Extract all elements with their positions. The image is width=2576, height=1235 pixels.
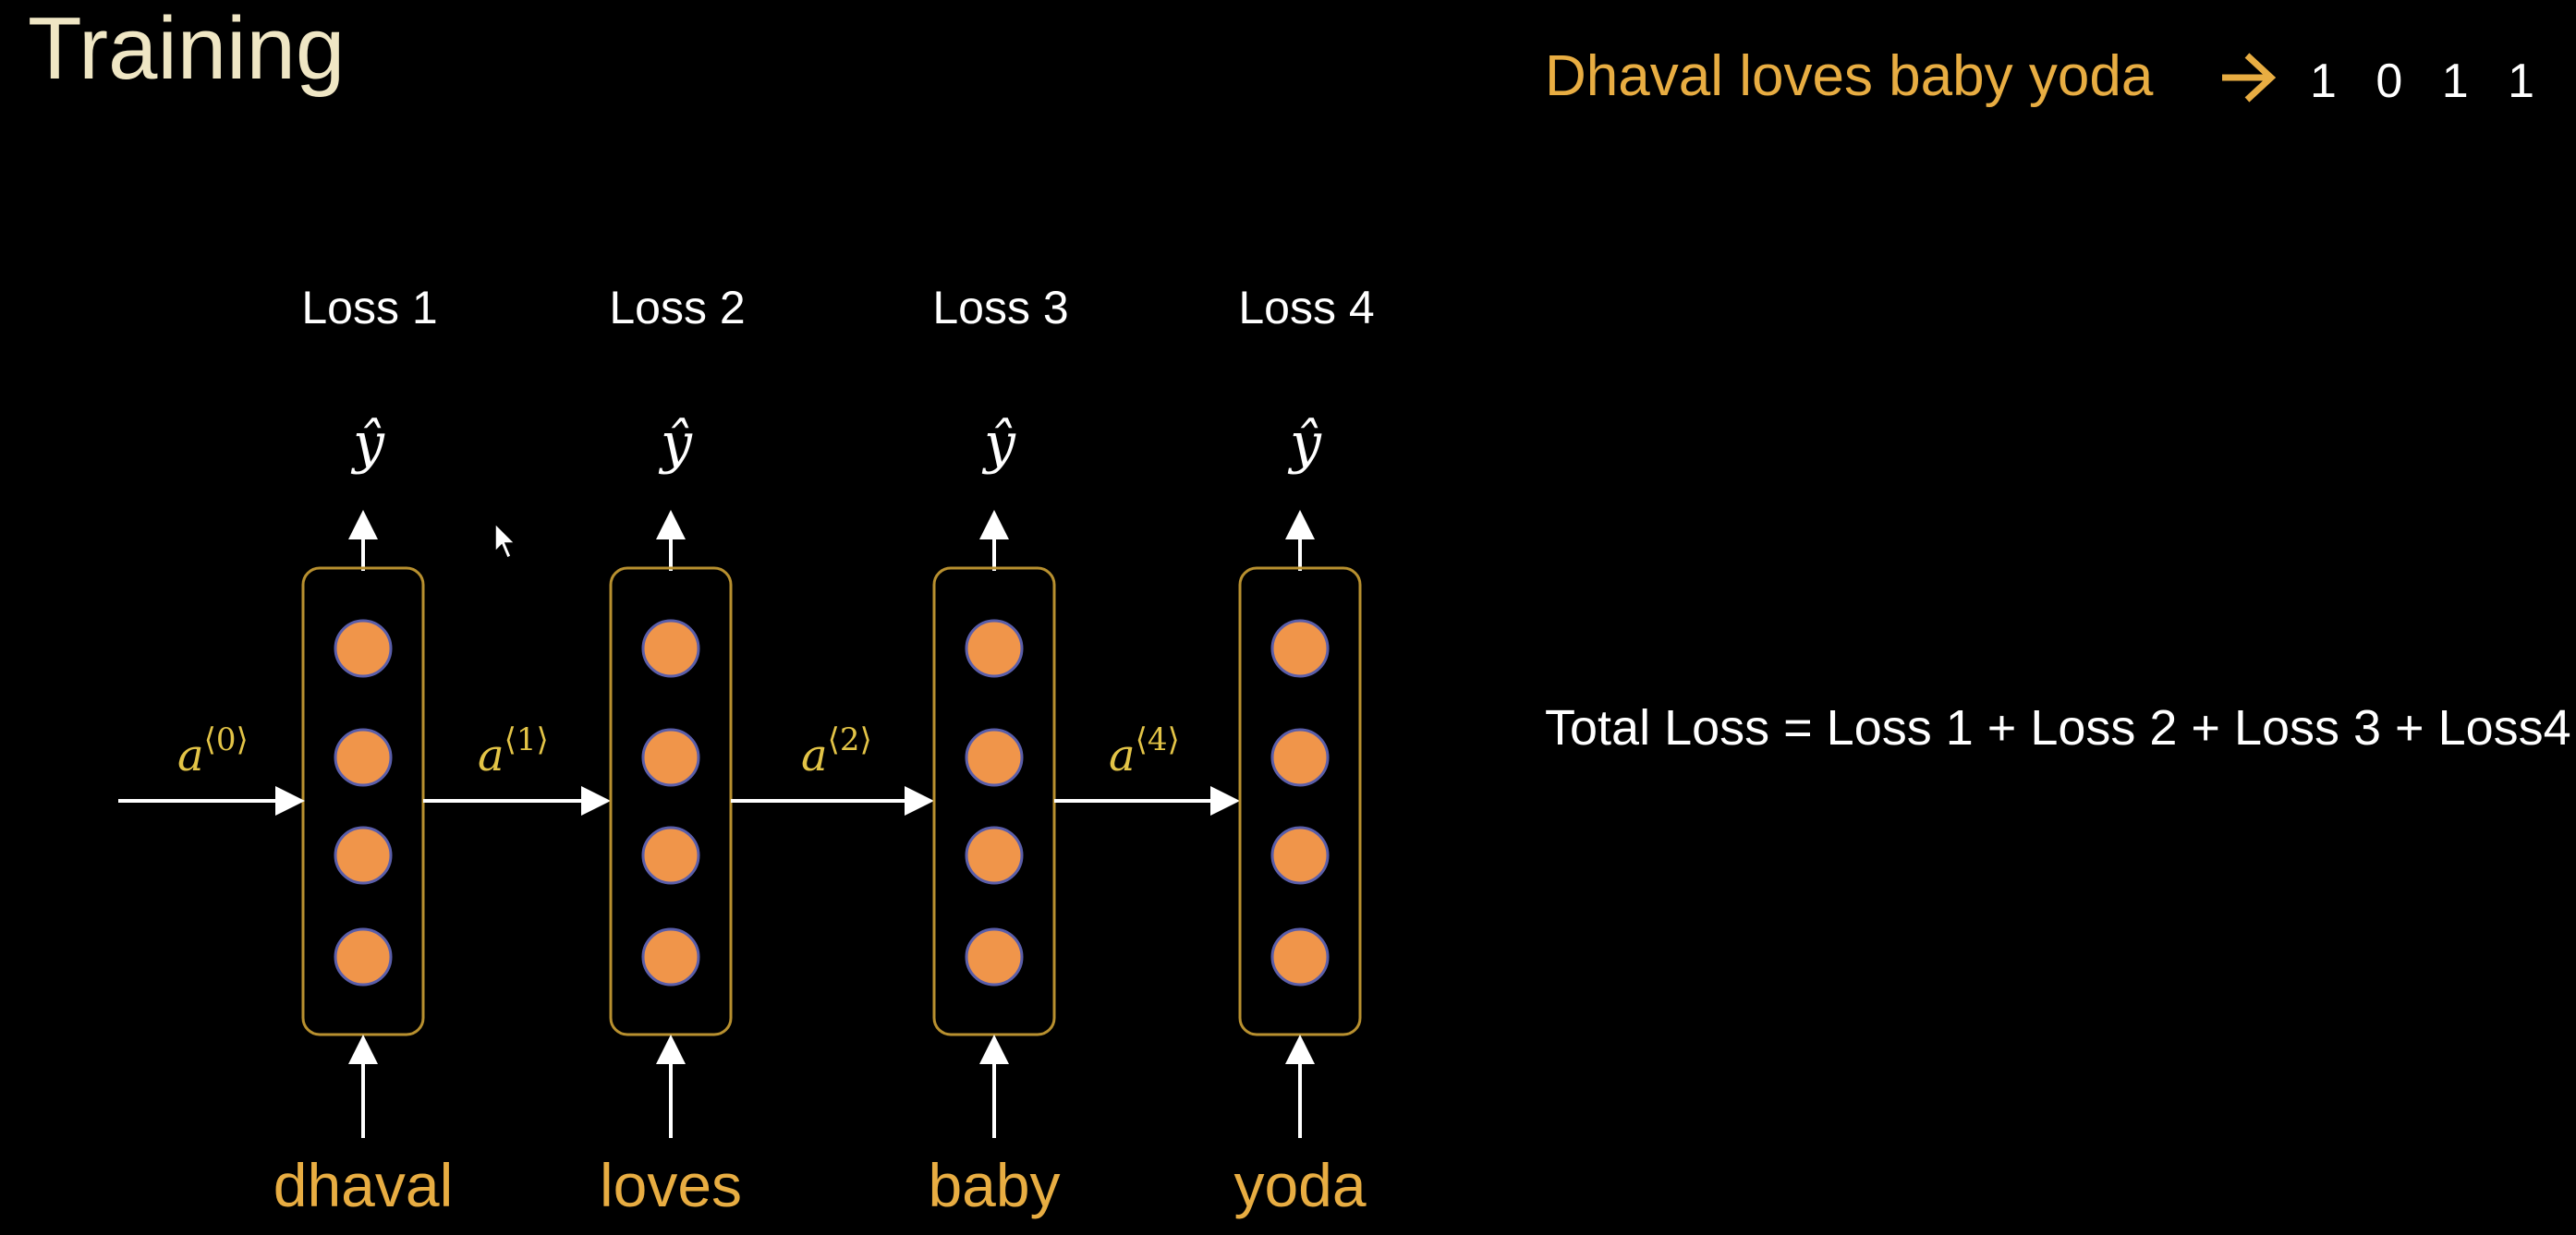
hidden-unit-node bbox=[334, 826, 393, 885]
input-word: loves bbox=[600, 1151, 742, 1219]
activation-superscript: ⟨1⟩ bbox=[504, 721, 549, 758]
activation-label: a⟨0⟩ bbox=[177, 721, 249, 781]
example-labels: 1 0 1 1 bbox=[2310, 54, 2547, 108]
hidden-unit-node bbox=[965, 619, 1024, 678]
loss-label: Loss 4 bbox=[1238, 282, 1374, 333]
activation-superscript: ⟨4⟩ bbox=[1136, 721, 1180, 758]
example-sentence: Dhaval loves baby yoda bbox=[1545, 44, 2154, 108]
activation-base: a bbox=[1109, 730, 1136, 781]
hidden-unit-node bbox=[334, 927, 393, 987]
activation-base: a bbox=[801, 730, 828, 781]
rnn-cell-3: Loss 3 ŷ baby bbox=[928, 282, 1068, 1219]
activation-label: a⟨4⟩ bbox=[1109, 721, 1180, 781]
activation-label: a⟨2⟩ bbox=[801, 721, 872, 781]
input-word: baby bbox=[928, 1151, 1060, 1219]
hidden-unit-node bbox=[334, 619, 393, 678]
hidden-unit-node bbox=[1270, 619, 1330, 678]
mouse-cursor-icon bbox=[494, 522, 516, 560]
y-hat-output: ŷ bbox=[981, 411, 1016, 476]
input-word: yoda bbox=[1233, 1151, 1366, 1219]
input-word: dhaval bbox=[273, 1151, 454, 1219]
rnn-cell-2: Loss 2 ŷ loves bbox=[600, 282, 746, 1219]
hidden-unit-node bbox=[334, 728, 393, 787]
right-arrow-icon bbox=[2222, 53, 2277, 103]
hidden-unit-node bbox=[965, 728, 1024, 787]
hidden-unit-node bbox=[1270, 826, 1330, 885]
activation-superscript: ⟨2⟩ bbox=[828, 721, 872, 758]
activation-label: a⟨1⟩ bbox=[478, 721, 549, 781]
y-hat-output: ŷ bbox=[350, 411, 385, 476]
hidden-unit-node bbox=[641, 619, 700, 678]
y-hat-output: ŷ bbox=[658, 411, 693, 476]
slide-title: Training bbox=[28, 0, 345, 98]
activation-base: a bbox=[177, 730, 204, 781]
rnn-cell-4: Loss 4 ŷ yoda bbox=[1233, 282, 1374, 1219]
activation-base: a bbox=[478, 730, 504, 781]
rnn-cell-1: Loss 1 ŷ dhaval bbox=[273, 282, 454, 1219]
hidden-unit-node bbox=[1270, 728, 1330, 787]
hidden-unit-node bbox=[1270, 927, 1330, 987]
loss-label: Loss 2 bbox=[609, 282, 745, 333]
activation-superscript: ⟨0⟩ bbox=[204, 721, 249, 758]
loss-label: Loss 3 bbox=[932, 282, 1068, 333]
hidden-unit-node bbox=[965, 927, 1024, 987]
total-loss-formula: Total Loss = Loss 1 + Loss 2 + Loss 3 + … bbox=[1545, 700, 2571, 756]
hidden-unit-node bbox=[641, 927, 700, 987]
loss-label: Loss 1 bbox=[301, 282, 437, 333]
hidden-unit-node bbox=[641, 728, 700, 787]
hidden-unit-node bbox=[641, 826, 700, 885]
y-hat-output: ŷ bbox=[1287, 411, 1322, 476]
hidden-unit-node bbox=[965, 826, 1024, 885]
